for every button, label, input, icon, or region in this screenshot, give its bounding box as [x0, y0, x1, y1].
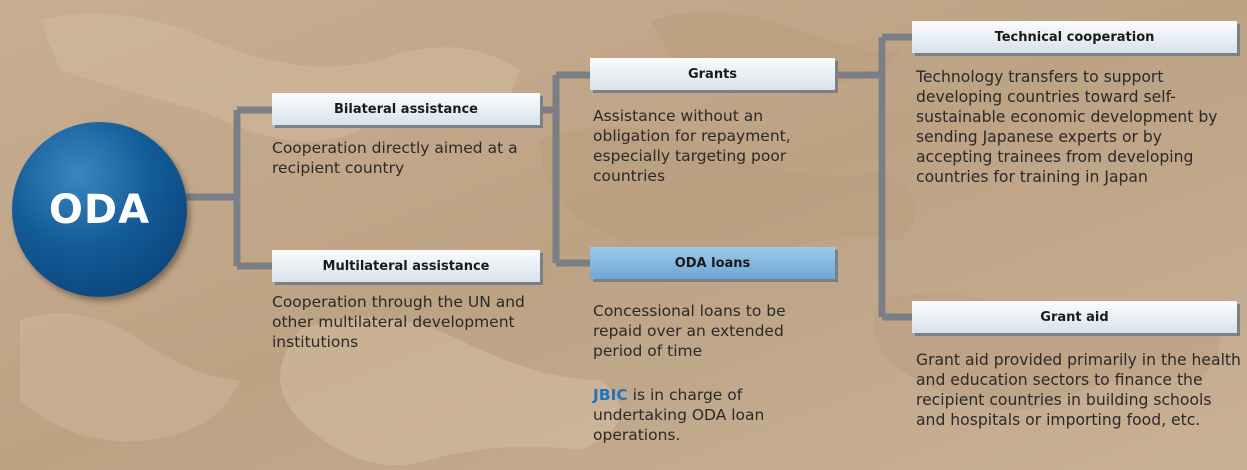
bilateral-assistance-header: Bilateral assistance [272, 93, 540, 125]
grants-header: Grants [590, 58, 835, 90]
multilateral-assistance-header: Multilateral assistance [272, 250, 540, 282]
oda-loans-note-text: is in charge of undertaking ODA loan ope… [593, 386, 765, 444]
grant-aid-header: Grant aid [912, 301, 1237, 333]
grant-aid-description: Grant aid provided primarily in the heal… [916, 351, 1241, 429]
oda-circle: ODA [12, 122, 187, 297]
oda-label: ODA [48, 186, 151, 233]
oda-loans-description: Concessional loans to be repaid over an … [593, 302, 786, 360]
jbic-highlight: JBIC [593, 386, 628, 404]
technical-cooperation-header: Technical cooperation [912, 21, 1237, 53]
oda-loans-note: JBIC is in charge of undertaking ODA loa… [593, 385, 823, 445]
multilateral-assistance-description: Cooperation through the UN and other mul… [272, 293, 525, 351]
oda-loans-header: ODA loans [590, 247, 835, 279]
bilateral-assistance-description: Cooperation directly aimed at a recipien… [272, 139, 518, 177]
technical-cooperation-description: Technology transfers to support developi… [916, 68, 1218, 186]
grants-description: Assistance without an obligation for rep… [593, 107, 791, 185]
